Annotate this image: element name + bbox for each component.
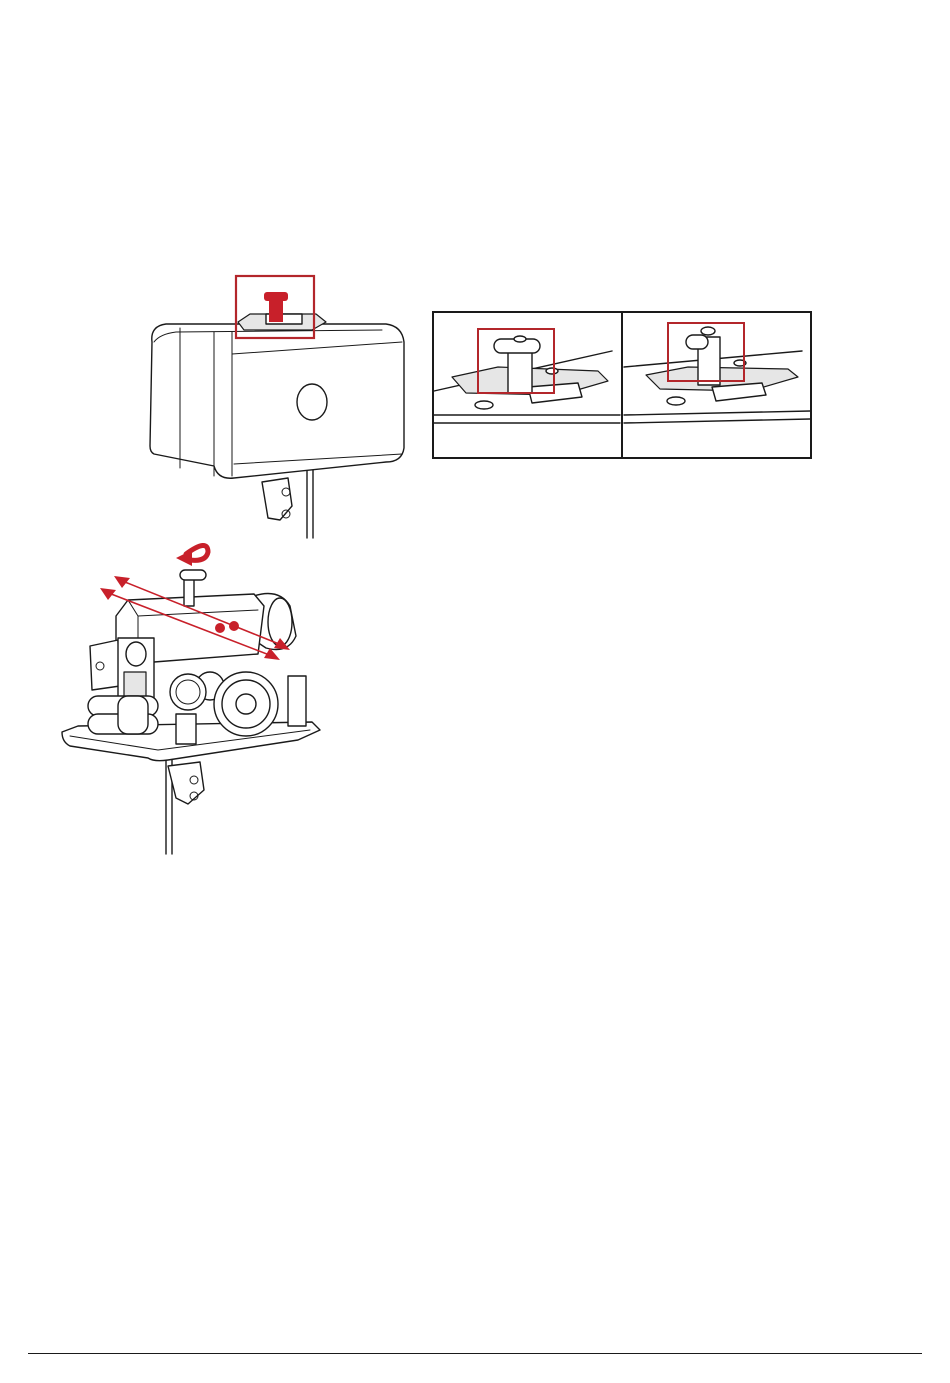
- knob-detail-panels: [432, 311, 814, 461]
- footer-rule: [28, 1353, 922, 1354]
- motor-box-figure: [140, 270, 420, 540]
- gear-mechanism-figure: [58, 536, 328, 856]
